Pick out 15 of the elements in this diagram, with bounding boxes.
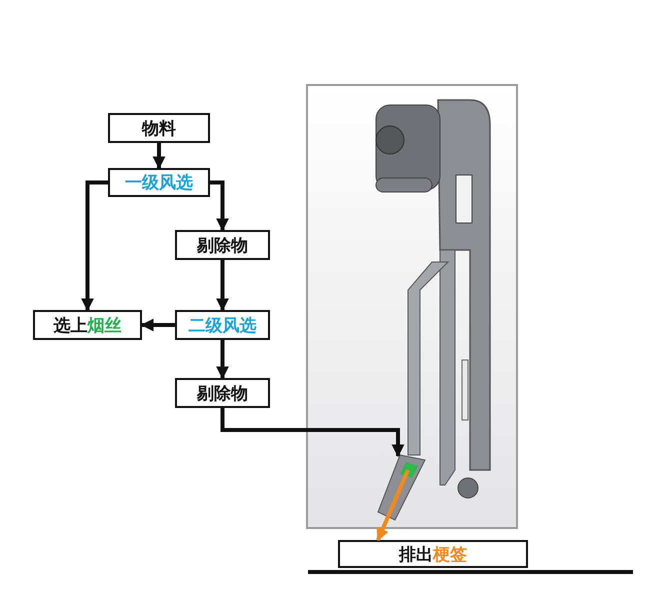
arrow (216, 340, 229, 380)
arrow (210, 180, 229, 232)
arrow (220, 408, 404, 458)
arrow (81, 180, 108, 312)
process-box: 选上烟丝 (33, 310, 142, 340)
arrow (152, 143, 166, 170)
arrow (216, 260, 229, 312)
process-box: 物料 (108, 113, 210, 143)
process-box: 剔除物 (175, 230, 270, 260)
arrow (376, 469, 410, 542)
process-box: 一级风选 (108, 168, 210, 197)
arrow (140, 318, 175, 332)
process-box: 二级风选 (175, 310, 270, 340)
process-box: 排出梗签 (338, 540, 528, 568)
process-box: 剔除物 (175, 378, 270, 408)
